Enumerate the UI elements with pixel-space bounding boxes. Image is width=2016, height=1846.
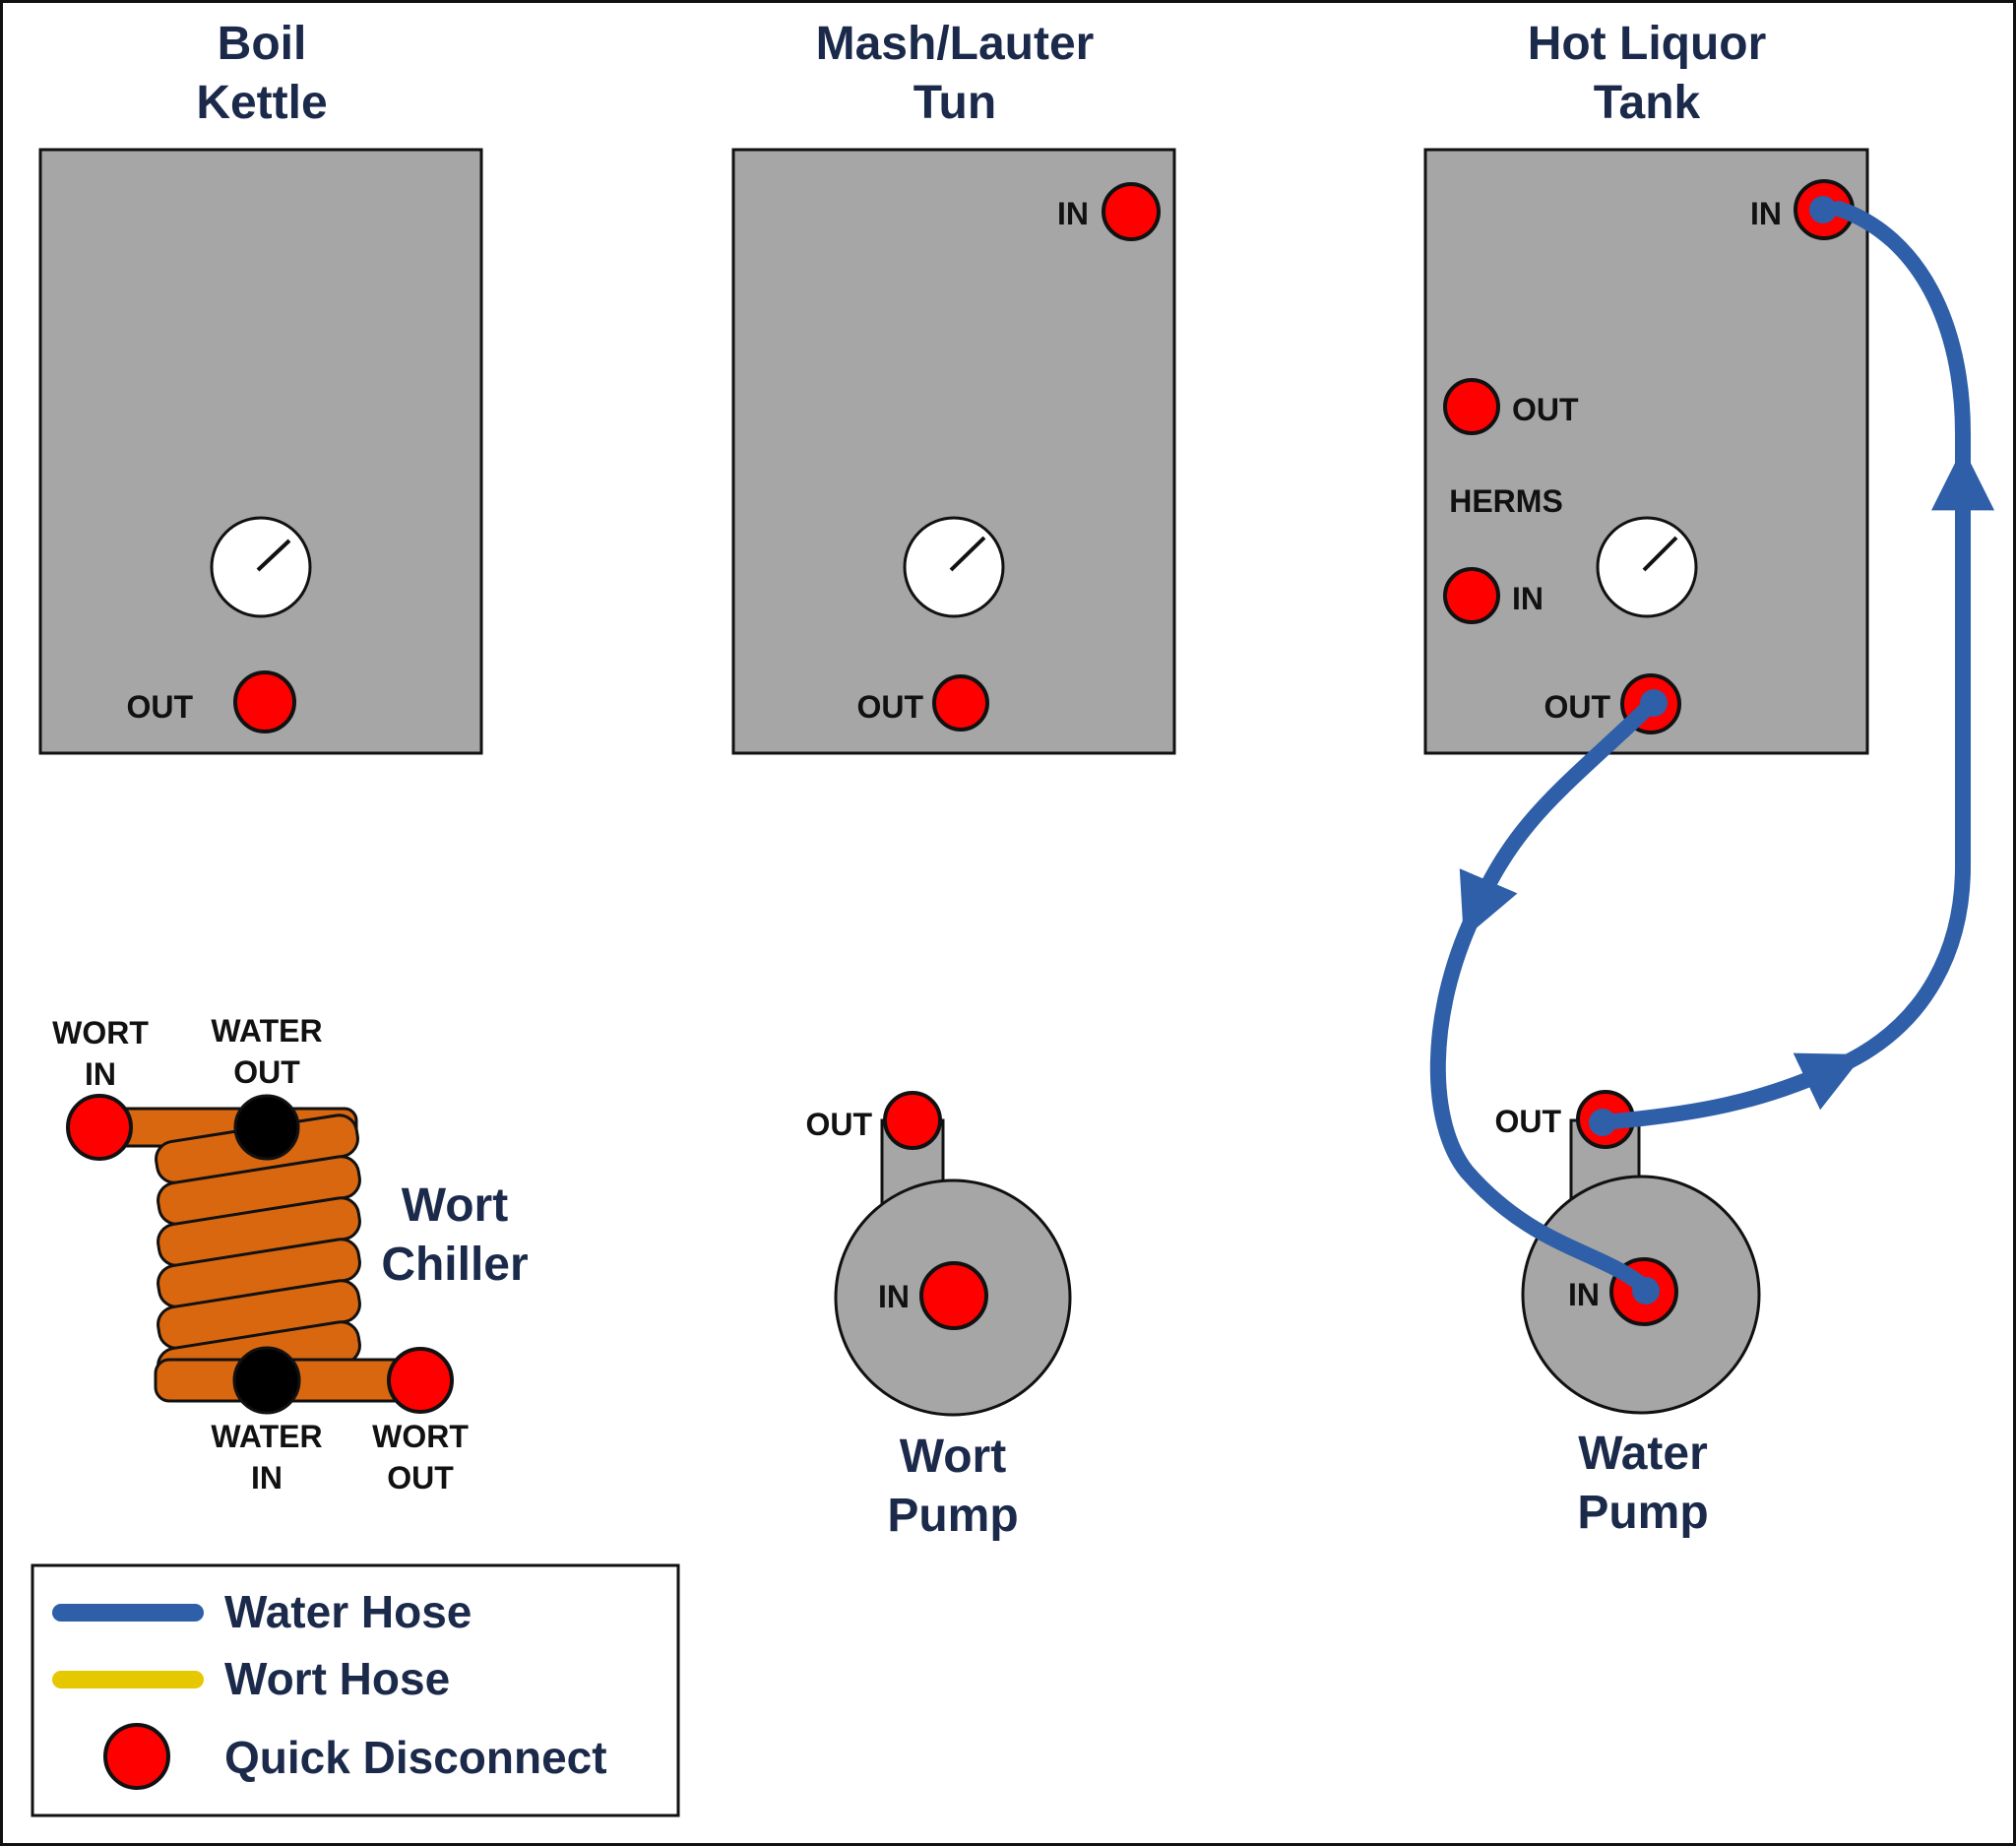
hlt-herms-in-label: IN — [1512, 581, 1544, 616]
chiller-water-out-label-line1: WATER — [211, 1013, 322, 1049]
chiller-water-out-fitting[interactable] — [233, 1094, 300, 1161]
legend-quick-disconnect-label: Quick Disconnect — [224, 1732, 607, 1783]
mash-tun-out-quick-disconnect[interactable] — [932, 674, 989, 732]
hlt-herms-out-quick-disconnect[interactable] — [1443, 378, 1500, 435]
boil-kettle-title-line2: Kettle — [196, 77, 327, 129]
wort-pump-in-label: IN — [878, 1279, 910, 1314]
hose-hlt-out-to-pump[interactable] — [1429, 908, 1657, 1299]
wort-pump-title-line1: Wort — [900, 1431, 1006, 1483]
water-pump: OUT IN Water Pump — [1494, 1090, 1761, 1539]
wort-pump: OUT IN Wort Pump — [805, 1091, 1072, 1542]
hose-end-caps — [1589, 196, 1837, 1305]
chiller-water-in-fitting[interactable] — [232, 1346, 301, 1415]
hose-pump-out-riser[interactable] — [1833, 447, 1994, 1073]
hlt-title-line1: Hot Liquor — [1528, 18, 1767, 70]
chiller-wort-out-quick-disconnect[interactable] — [387, 1347, 454, 1414]
mash-tun-thermometer-icon — [903, 516, 1005, 618]
mash-tun-body — [731, 148, 1176, 755]
wort-pump-in-quick-disconnect[interactable] — [919, 1261, 988, 1330]
hlt-out-label: OUT — [1544, 689, 1610, 725]
mash-tun-in-label: IN — [1057, 196, 1089, 231]
wort-pump-out-label: OUT — [805, 1107, 872, 1142]
boil-kettle-out-quick-disconnect[interactable] — [233, 670, 296, 733]
wort-pump-out-quick-disconnect[interactable] — [883, 1091, 942, 1150]
hose-pump-out-arrow-segment[interactable] — [1595, 1052, 1864, 1130]
hose-end-pump-in — [1632, 1277, 1660, 1305]
chiller-wort-out-label-line2: OUT — [387, 1460, 454, 1496]
hlt-thermometer-icon — [1596, 516, 1698, 618]
water-hoses — [1429, 201, 1994, 1299]
hlt-title-line2: Tank — [1594, 77, 1701, 129]
chiller-title-line1: Wort — [402, 1179, 508, 1232]
mash-tun-title-line1: Mash/Lauter — [816, 18, 1095, 70]
wort-pump-title-line2: Pump — [887, 1490, 1018, 1542]
hose-riser-to-hlt-in[interactable] — [1831, 201, 1971, 480]
chiller-wort-in-label-line1: WORT — [52, 1015, 149, 1050]
chiller-wort-in-label-line2: IN — [85, 1056, 116, 1092]
water-pump-title-line2: Pump — [1577, 1487, 1708, 1539]
water-pump-out-label: OUT — [1494, 1104, 1561, 1139]
hose-end-hlt-out — [1640, 689, 1668, 717]
hlt-in-label: IN — [1750, 196, 1782, 231]
wort-chiller: WORT IN WATER OUT WATER IN WORT OUT Wort… — [52, 1013, 529, 1496]
hlt-herms-out-label: OUT — [1512, 392, 1579, 427]
legend-wort-hose-label: Wort Hose — [224, 1653, 450, 1704]
water-pump-title-line1: Water — [1578, 1428, 1708, 1480]
chiller-water-in-label-line2: IN — [251, 1460, 283, 1496]
hlt-herms-in-quick-disconnect[interactable] — [1443, 567, 1500, 624]
legend-quick-disconnect-swatch — [103, 1723, 170, 1790]
chiller-wort-out-label-line1: WORT — [372, 1419, 469, 1454]
hlt-herms-label: HERMS — [1449, 483, 1563, 519]
water-pump-in-label: IN — [1568, 1277, 1600, 1312]
chiller-water-out-label-line2: OUT — [233, 1054, 300, 1090]
boil-kettle: Boil Kettle OUT — [38, 18, 483, 755]
boil-kettle-out-label: OUT — [126, 689, 193, 725]
hose-end-hlt-in — [1809, 196, 1837, 223]
boil-kettle-thermometer-icon — [210, 516, 312, 618]
chiller-wort-in-quick-disconnect[interactable] — [66, 1094, 133, 1161]
chiller-title-line2: Chiller — [381, 1239, 528, 1291]
boil-kettle-body — [38, 148, 483, 755]
mash-tun-title-line2: Tun — [914, 77, 996, 129]
hlt-body — [1423, 148, 1869, 755]
hose-end-pump-out — [1589, 1109, 1616, 1136]
boil-kettle-title-line1: Boil — [218, 18, 307, 70]
mash-tun-out-label: OUT — [856, 689, 923, 725]
chiller-water-in-label-line1: WATER — [211, 1419, 322, 1454]
hot-liquor-tank: Hot Liquor Tank IN OUT HERMS IN OUT — [1423, 18, 1869, 755]
hose-hlt-out-to-pump-arrow-segment[interactable] — [1459, 694, 1662, 939]
mash-tun-in-quick-disconnect[interactable] — [1102, 182, 1161, 241]
legend: Water Hose Wort Hose Quick Disconnect — [31, 1563, 680, 1817]
legend-water-hose-label: Water Hose — [224, 1586, 472, 1637]
mash-lauter-tun: Mash/Lauter Tun IN OUT — [731, 18, 1176, 755]
